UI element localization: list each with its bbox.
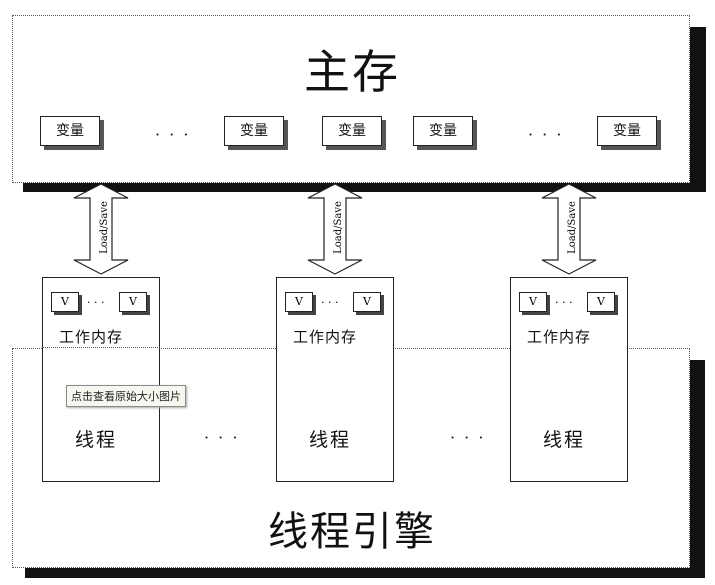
load-save-arrow xyxy=(73,183,129,275)
variable-box: 变量 xyxy=(224,116,284,146)
load-save-arrows xyxy=(73,183,597,275)
variable-box: 变量 xyxy=(322,116,382,146)
load-save-arrow xyxy=(541,183,597,275)
thread-block: V · · · V 工作内存 线程 xyxy=(276,277,394,482)
main-memory-title: 主存 xyxy=(304,45,400,99)
thread-block: V · · · V 工作内存 线程 xyxy=(42,277,160,482)
variable-copy-ellipsis: · · · xyxy=(555,296,573,309)
thread-label: 线程 xyxy=(75,429,118,451)
variable-copy-ellipsis: · · · xyxy=(321,296,339,309)
thread-ellipsis: · · · xyxy=(450,428,486,447)
load-save-label: Load/Save xyxy=(566,201,578,254)
variable-copy-box: V xyxy=(519,292,547,312)
thread-label: 线程 xyxy=(543,429,586,451)
variable-copy-box: V xyxy=(353,292,381,312)
variable-copy-box: V xyxy=(587,292,615,312)
thread-block: V · · · V 工作内存 线程 xyxy=(510,277,628,482)
thread-label: 线程 xyxy=(309,429,352,451)
thread-ellipsis: · · · xyxy=(204,428,240,447)
thread-engine-title: 线程引擎 xyxy=(268,509,436,555)
variable-copy-box: V xyxy=(51,292,79,312)
working-memory-label: 工作内存 xyxy=(293,328,358,346)
variable-ellipsis: · · · xyxy=(155,125,191,144)
variable-copy-ellipsis: · · · xyxy=(87,296,105,309)
view-original-size-tooltip[interactable]: 点击查看原始大小图片 xyxy=(66,385,186,407)
variable-ellipsis: · · · xyxy=(528,125,564,144)
main-memory-panel: 主存 xyxy=(12,15,690,183)
variable-copy-box: V xyxy=(119,292,147,312)
load-save-arrow xyxy=(307,183,363,275)
working-memory-divider xyxy=(42,347,160,348)
variable-box: 变量 xyxy=(597,116,657,146)
working-memory-label: 工作内存 xyxy=(527,328,592,346)
working-memory-label: 工作内存 xyxy=(59,328,124,346)
load-save-label: Load/Save xyxy=(98,201,110,254)
variable-box: 变量 xyxy=(40,116,100,146)
variable-box: 变量 xyxy=(413,116,473,146)
variable-copy-box: V xyxy=(285,292,313,312)
load-save-label: Load/Save xyxy=(332,201,344,254)
